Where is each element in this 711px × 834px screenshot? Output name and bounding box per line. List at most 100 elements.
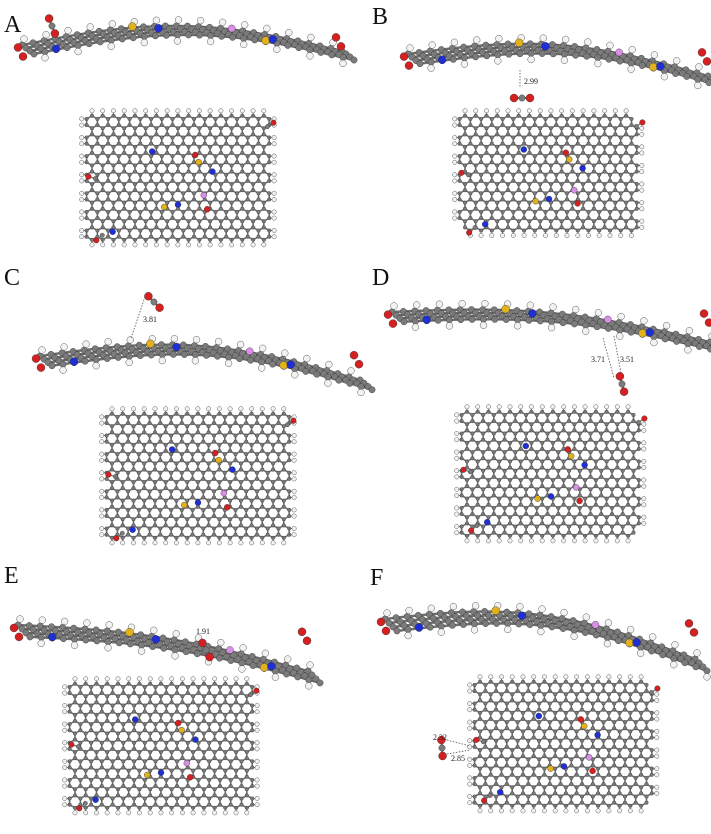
hydrogen-atom xyxy=(197,109,201,113)
carbon-atom xyxy=(148,514,152,518)
hydrogen-atom xyxy=(122,243,126,247)
carbon-atom xyxy=(153,517,157,521)
carbon-atom xyxy=(239,468,243,472)
carbon-atom xyxy=(469,198,473,202)
hydrogen-atom xyxy=(272,197,276,201)
carbon-atom xyxy=(116,452,120,456)
carbon-atom xyxy=(191,415,195,419)
carbon-atom xyxy=(565,210,569,214)
carbon-atom xyxy=(262,226,266,230)
carbon-atom xyxy=(234,459,238,463)
carbon-atom xyxy=(490,173,494,177)
carbon-atom xyxy=(182,123,186,127)
carbon-atom xyxy=(137,352,143,358)
carbon-atom xyxy=(495,207,499,211)
carbon-atom xyxy=(144,182,148,186)
carbon-atom xyxy=(244,514,248,518)
carbon-atom xyxy=(218,443,222,447)
carbon-atom xyxy=(100,233,104,237)
carbon-atom xyxy=(148,533,152,537)
carbon-atom xyxy=(277,471,281,475)
carbon-atom xyxy=(512,210,516,214)
carbon-atom xyxy=(234,514,238,518)
hydrogen-atom xyxy=(640,200,644,204)
carbon-atom xyxy=(214,142,218,146)
carbon-atom xyxy=(495,133,499,137)
carbon-atom xyxy=(121,431,125,435)
carbon-atom xyxy=(549,151,553,155)
carbon-atom xyxy=(277,490,281,494)
carbon-atom xyxy=(171,173,175,177)
carbon-atom xyxy=(219,188,223,192)
carbon-atom xyxy=(246,210,250,214)
carbon-atom xyxy=(614,219,618,223)
carbon-atom xyxy=(31,51,37,57)
carbon-atom xyxy=(246,198,250,202)
carbon-atom xyxy=(191,508,195,512)
hydrogen-atom xyxy=(174,541,178,545)
carbon-atom xyxy=(528,207,532,211)
carbon-atom xyxy=(144,226,148,230)
carbon-atom xyxy=(549,164,553,168)
carbon-atom xyxy=(185,462,189,466)
oxygen-atom xyxy=(14,44,22,52)
carbon-atom xyxy=(555,123,559,127)
carbon-atom xyxy=(587,123,591,127)
carbon-atom xyxy=(223,514,227,518)
carbon-atom xyxy=(277,514,281,518)
carbon-atom xyxy=(176,133,180,137)
oxygen-atom xyxy=(510,94,518,102)
carbon-atom xyxy=(257,179,261,183)
carbon-atom xyxy=(495,201,499,205)
carbon-atom xyxy=(261,431,265,435)
carbon-atom xyxy=(122,207,126,211)
carbon-atom xyxy=(90,164,94,168)
carbon-atom xyxy=(169,434,173,438)
carbon-atom xyxy=(544,210,548,214)
hydrogen-atom xyxy=(100,526,104,530)
carbon-atom xyxy=(597,198,601,202)
oxygen-atom xyxy=(337,42,345,50)
carbon-atom xyxy=(463,133,467,137)
carbon-atom xyxy=(630,136,634,140)
carbon-atom xyxy=(106,235,110,239)
carbon-atom xyxy=(576,123,580,127)
carbon-atom xyxy=(236,355,242,361)
carbon-atom xyxy=(255,514,259,518)
hydrogen-atom xyxy=(164,541,168,545)
carbon-atom xyxy=(139,179,143,183)
carbon-atom xyxy=(128,229,132,233)
carbon-atom xyxy=(228,524,232,528)
carbon-atom xyxy=(142,517,146,521)
carbon-atom xyxy=(474,219,478,223)
carbon-atom xyxy=(160,161,164,165)
carbon-atom xyxy=(479,173,483,177)
carbon-atom xyxy=(192,352,198,358)
hydrogen-atom xyxy=(80,154,84,158)
carbon-atom xyxy=(133,151,137,155)
carbon-atom xyxy=(587,198,591,202)
carbon-atom xyxy=(191,496,195,500)
sulfur-atom xyxy=(216,457,222,463)
carbon-atom xyxy=(149,210,153,214)
carbon-atom xyxy=(196,431,200,435)
carbon-atom xyxy=(203,136,207,140)
carbon-atom xyxy=(192,161,196,165)
carbon-atom xyxy=(176,126,180,130)
carbon-atom xyxy=(597,192,601,196)
carbon-atom xyxy=(266,421,270,425)
carbon-atom xyxy=(571,151,575,155)
hydrogen-atom xyxy=(292,471,296,475)
carbon-atom xyxy=(112,133,116,137)
carbon-atom xyxy=(246,117,250,121)
carbon-atom xyxy=(285,423,289,427)
carbon-atom xyxy=(207,449,211,453)
hydrogen-atom xyxy=(100,514,104,518)
hydrogen-atom xyxy=(272,235,276,239)
carbon-atom xyxy=(106,117,110,121)
oxygen-atom xyxy=(640,120,646,126)
carbon-atom xyxy=(262,219,266,223)
hydrogen-atom xyxy=(271,407,275,411)
carbon-atom xyxy=(180,471,184,475)
carbon-atom xyxy=(198,126,202,130)
